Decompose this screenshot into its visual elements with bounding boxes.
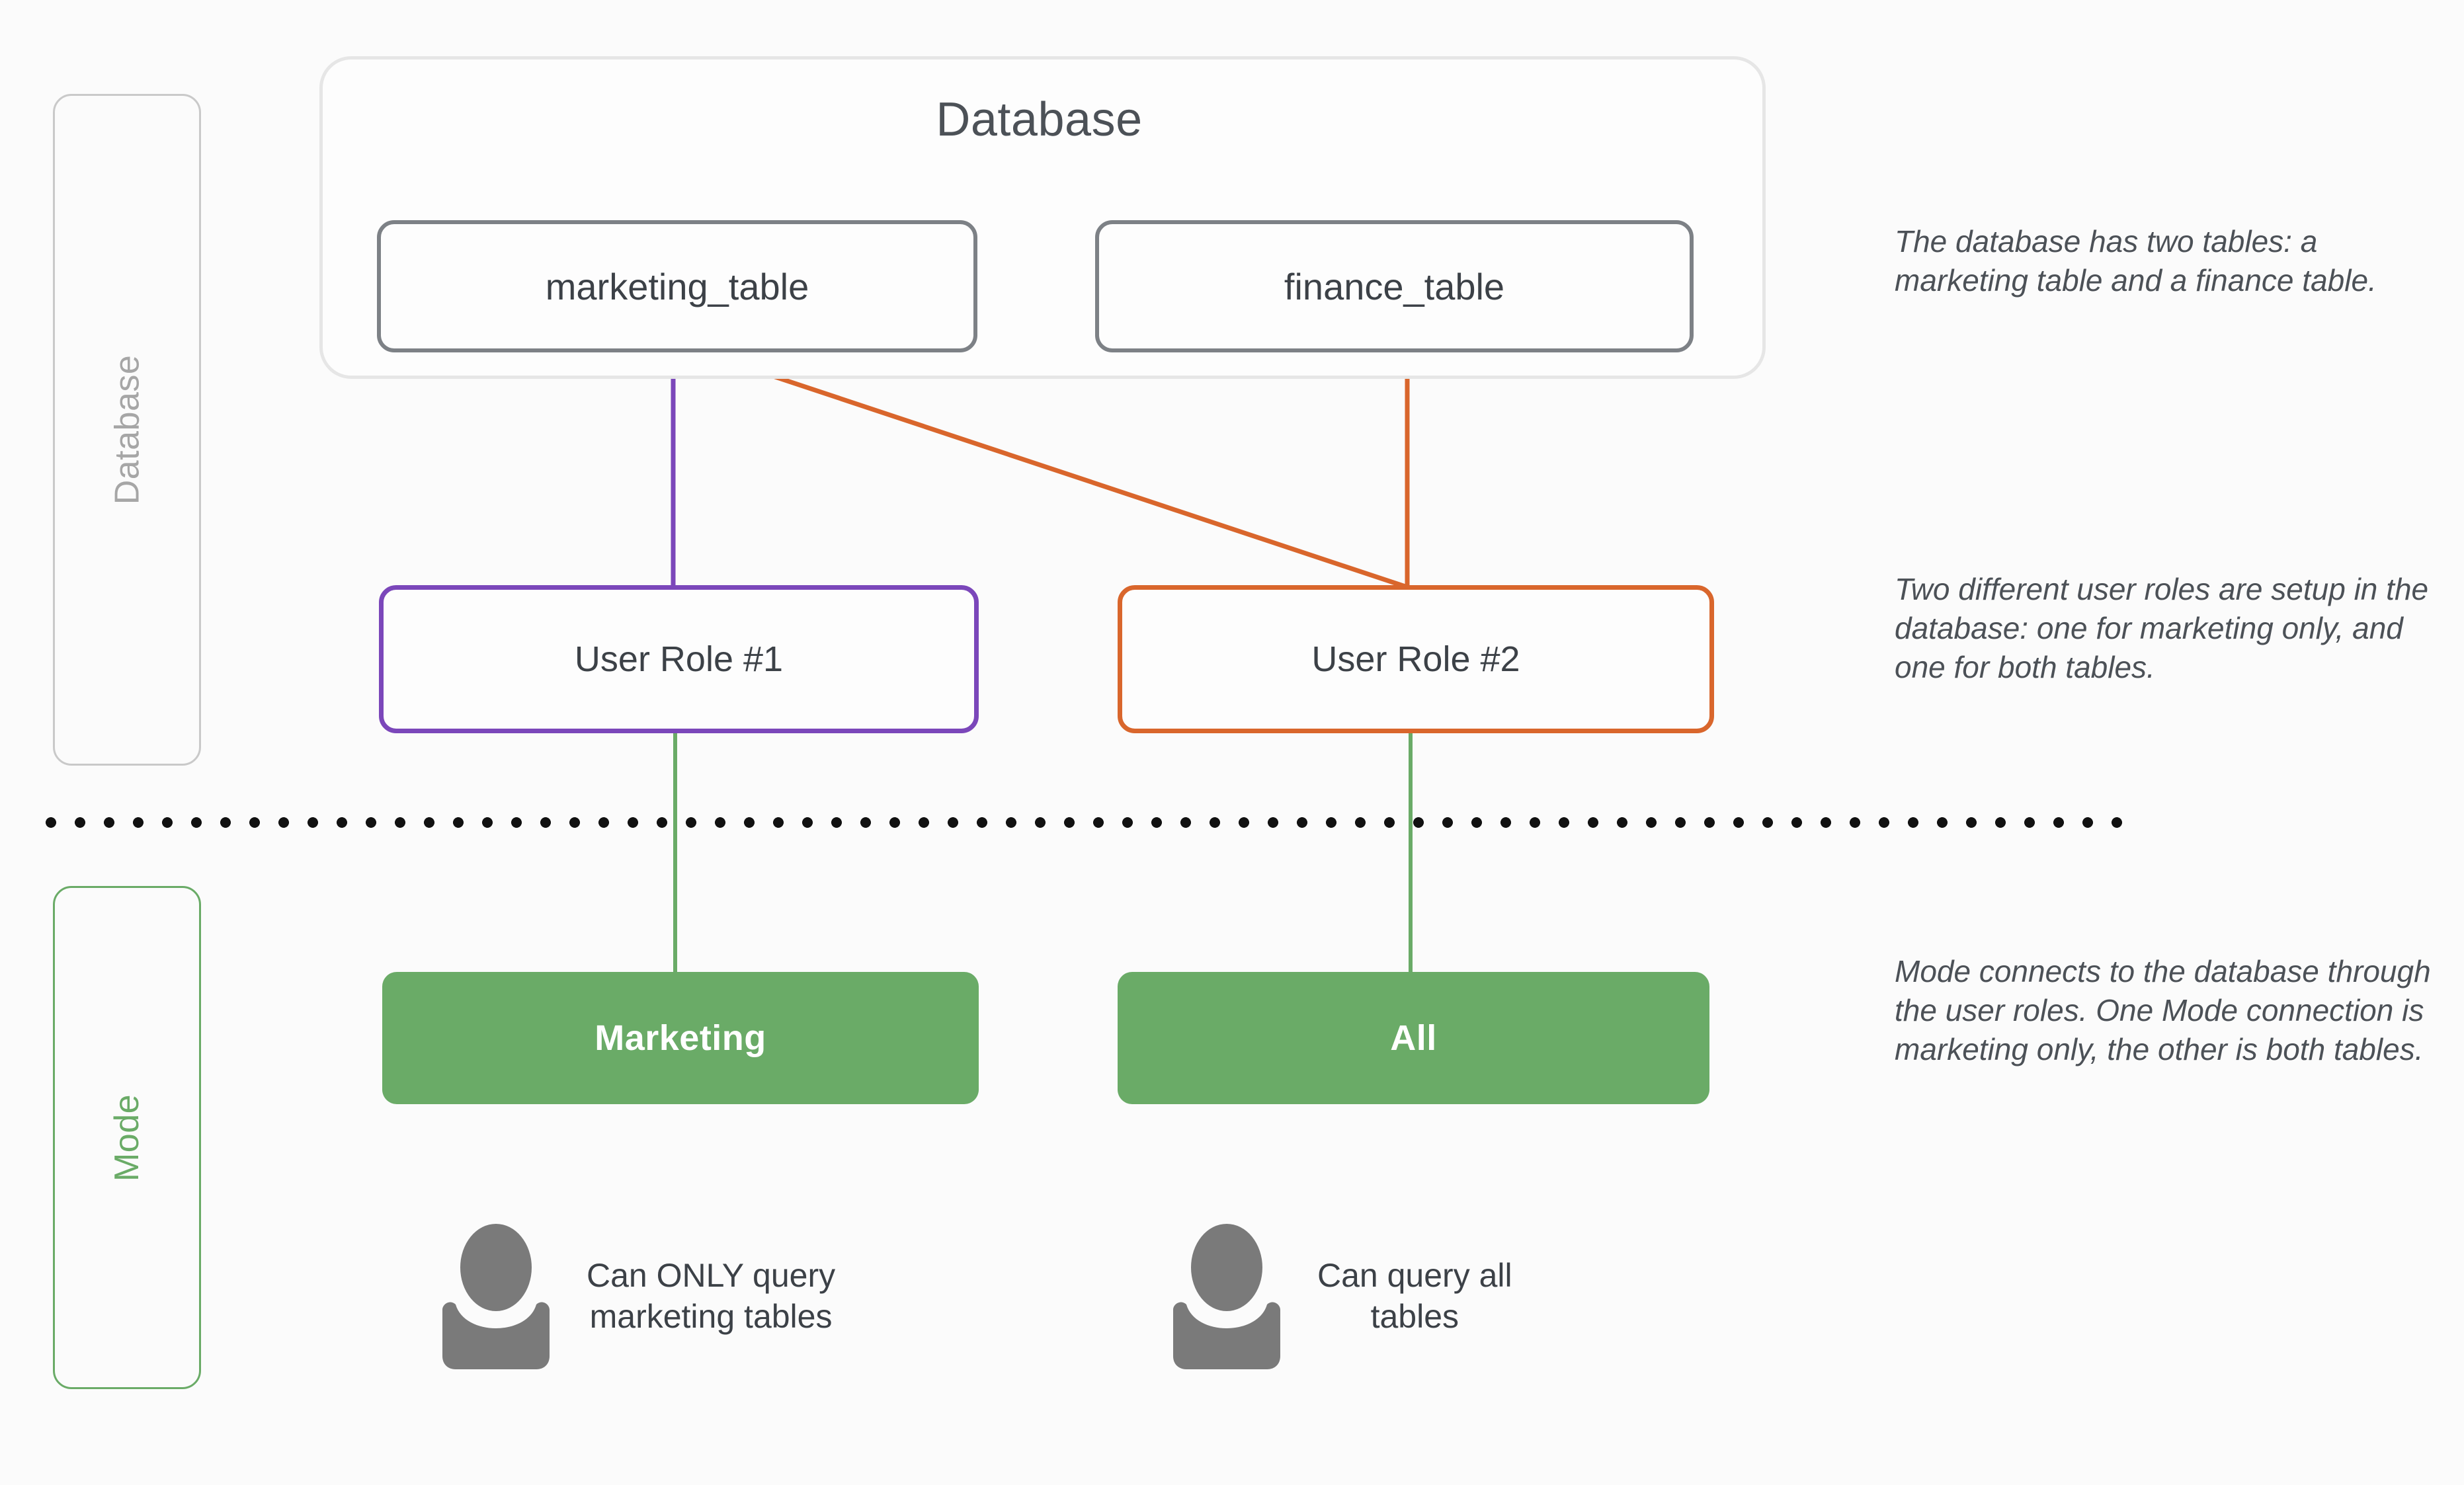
swimlane-database-label: Database bbox=[108, 354, 147, 505]
user-caption-all-line2: tables bbox=[1370, 1298, 1459, 1335]
swimlane-database: Database bbox=[53, 94, 201, 766]
user-caption-all: Can query all tables bbox=[1317, 1255, 1512, 1338]
person-icon bbox=[442, 1224, 550, 1369]
user-role-2-box[interactable]: User Role #2 bbox=[1118, 585, 1714, 733]
dotted-divider bbox=[36, 817, 2133, 828]
database-title: Database bbox=[936, 93, 1143, 146]
user-role-1-box[interactable]: User Role #1 bbox=[379, 585, 979, 733]
user-caption-marketing: Can ONLY query marketing tables bbox=[587, 1255, 835, 1338]
user-caption-marketing-line1: Can ONLY query bbox=[587, 1256, 836, 1294]
swimlane-mode-label: Mode bbox=[107, 1094, 146, 1182]
person-icon bbox=[1173, 1224, 1280, 1369]
mode-connection-marketing[interactable]: Marketing bbox=[382, 972, 979, 1104]
user-caption-all-line1: Can query all bbox=[1317, 1256, 1512, 1294]
annotation-user-roles: Two different user roles are setup in th… bbox=[1895, 572, 2429, 684]
user-caption-marketing-line2: marketing tables bbox=[589, 1298, 833, 1335]
swimlane-mode: Mode bbox=[53, 886, 201, 1389]
mode-connection-all[interactable]: All bbox=[1118, 972, 1709, 1104]
user-row-all: Can query all tables bbox=[1164, 1220, 1512, 1372]
annotation-mode-connections: Mode connects to the database through th… bbox=[1895, 954, 2431, 1066]
user-row-marketing: Can ONLY query marketing tables bbox=[433, 1220, 835, 1372]
table-box-marketing[interactable]: marketing_table bbox=[377, 220, 977, 352]
edge-marketing-role2 bbox=[675, 341, 1409, 590]
table-box-finance[interactable]: finance_table bbox=[1095, 220, 1694, 352]
annotation-database: The database has two tables: a marketing… bbox=[1895, 224, 2377, 298]
